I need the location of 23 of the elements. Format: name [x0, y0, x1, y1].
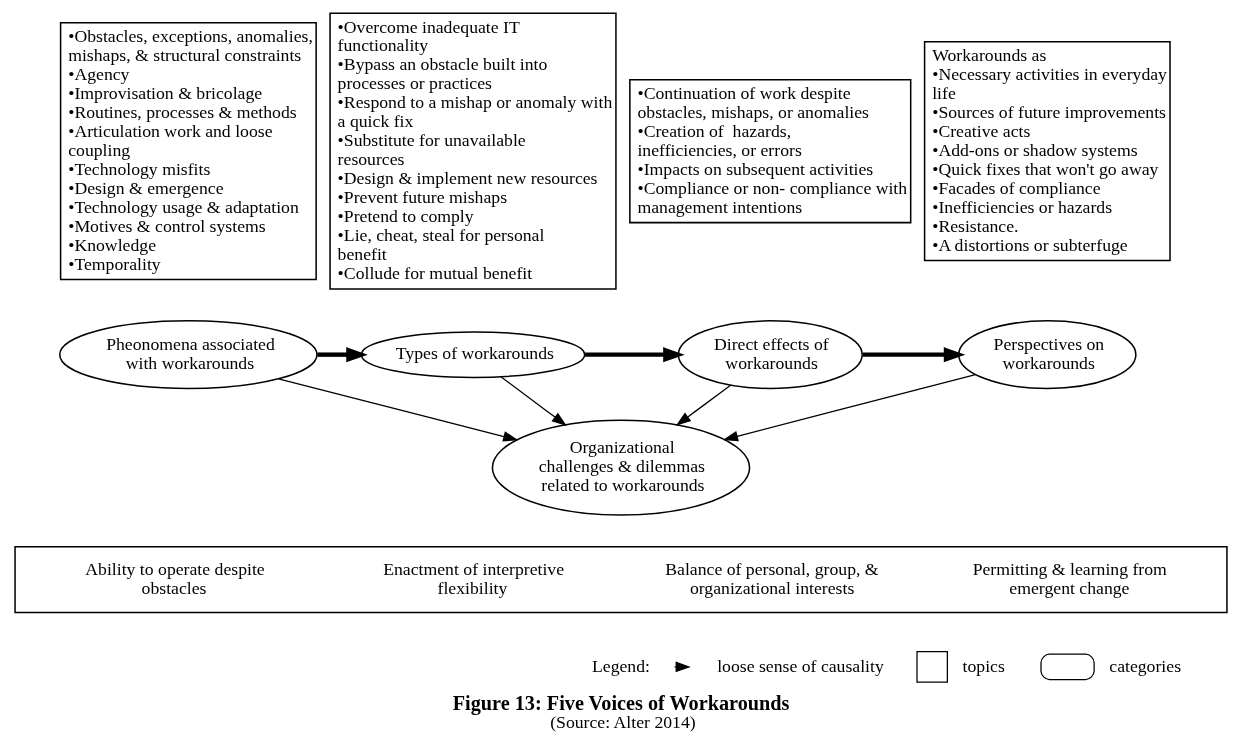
legend-label: categories	[1109, 655, 1182, 676]
legend-label: topics	[962, 655, 1005, 676]
arrow	[277, 378, 519, 442]
caption: (Source: Alter 2014)	[550, 711, 696, 732]
arrow	[317, 347, 368, 363]
node-box: •Overcome inadequate IT functionality •Bypass an obstacle built into processes or practices •Respond to a mishap or anomaly with a quick fix •Substitute for unavailable resources •Design & implement new resources •Prevent future mishaps •Pretend to comply •Lie, cheat, steal for personal benefit •Collude for mutual benefit	[329, 12, 617, 290]
node-ellipse: Organizational challenges & dilemmas related to workarounds	[491, 419, 751, 516]
diagram-title: Figure 13: Five Voices of Workarounds	[452, 691, 790, 714]
arrow	[675, 384, 731, 426]
arrow	[722, 373, 977, 442]
node-ellipse: Perspectives on workarounds	[958, 320, 1137, 390]
label: Legend:	[591, 655, 651, 676]
node-box: Ability to operate despite obstacles Enactment of interpretive flexibility Balance of personal, group, & organizational interests Permitting & learning from emergent change	[14, 545, 1228, 614]
arrow	[862, 347, 966, 363]
node-box: Workarounds as •Necessary activities in everyday life •Sources of future improvements •Creative acts •Add-ons or shadow systems •Quick fixes that won't go away •Facades of compliance •Inefficiencies or hazards •Resistance. •A distortions or subterfuge	[923, 40, 1171, 262]
node-ellipse: Pheonomena associated with workarounds	[59, 320, 318, 390]
arrow	[500, 376, 567, 426]
node-ellipse: Direct effects of workarounds	[677, 320, 863, 390]
node-box: •Obstacles, exceptions, anomalies, mishaps, & structural constraints •Agency •Improvisation & bricolage •Routines, processes & methods •Articulation work and loose coupling •Technology misfits •Design & emergence •Technology usage & adaptation •Motives & control systems •Knowledge •Temporality	[59, 22, 317, 281]
node-ellipse: Types of workarounds	[360, 331, 586, 379]
legend-label: loose sense of causality	[717, 656, 884, 677]
node-box: •Continuation of work despite obstacles, mishaps, or anomalies •Creation of hazards, inefficiencies, or errors •Impacts on subsequent activities •Compliance or non- compliance with management intentions	[629, 78, 912, 224]
arrow	[585, 347, 685, 363]
